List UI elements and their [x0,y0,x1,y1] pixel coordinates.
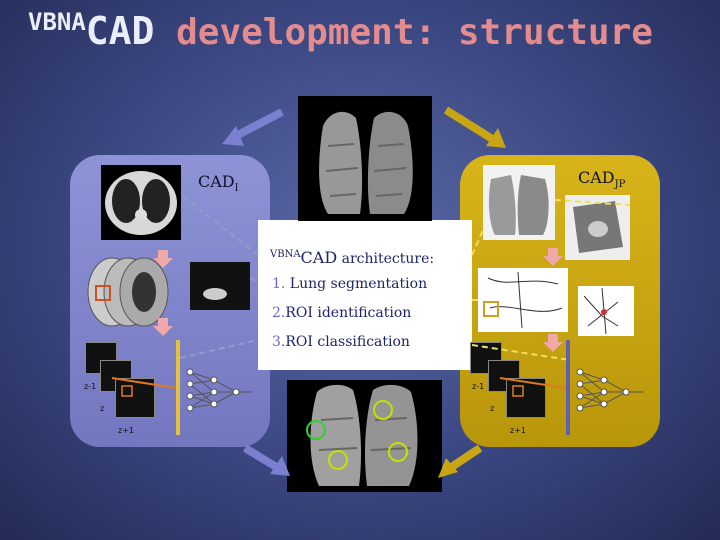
feature-line-right [499,377,567,389]
arrow-right-to-bottom [438,444,483,478]
step-lung-segmentation: 1. Lung segmentation [272,276,428,292]
slice-stack-left [82,250,182,338]
slice-label-prev-right: z-1 [472,382,485,391]
step-arrow-left-2 [153,318,173,336]
arrow-left-to-bottom [242,444,290,476]
arrow-to-left-panel [222,108,284,146]
neural-network-right [576,368,644,412]
slice-label-curr-right: z [490,404,495,413]
title-main: CAD [85,9,155,53]
roi-box-left [121,385,133,397]
feature-bar-left [176,340,180,435]
slice-label-curr-left: z [100,404,105,413]
ct-slice-image [101,165,181,240]
slice-label-next-left: z+1 [118,426,134,435]
title-rest: development: structure [154,12,653,53]
step-arrow-left-1 [153,250,173,268]
arrow-to-right-panel [443,106,506,148]
neural-network-left [186,368,252,412]
lung-section-right [565,195,630,260]
lungs-3d-image-top [298,96,432,221]
dashed-connectors [179,195,631,361]
roi-map-left [190,262,250,310]
step-arrow-right-1 [543,248,563,266]
roi-zoom-right [578,286,634,336]
cad-jp-label: CADJP [578,168,626,191]
step-roi-classification: 3.ROI classification [272,334,410,350]
roi-map-right [478,268,568,332]
step-roi-identification: 2.ROI identification [272,305,412,321]
lungs-3d-image-right [483,165,555,240]
roi-box-right [512,385,524,397]
step-arrow-right-2 [543,334,563,352]
page-title: VBNACAD development: structure [28,8,708,58]
feature-bar-right [566,340,570,435]
title-prefix: VBNA [28,8,86,36]
roi-circles [306,400,408,470]
slice-label-next-right: z+1 [510,426,526,435]
cad-i-label: CADI [198,172,239,195]
architecture-title: VBNACAD architecture: [270,248,435,267]
architecture-panel [258,220,472,370]
lungs-3d-image-bottom [287,380,442,492]
slice-label-prev-left: z-1 [84,382,97,391]
feature-line-left [111,377,177,389]
